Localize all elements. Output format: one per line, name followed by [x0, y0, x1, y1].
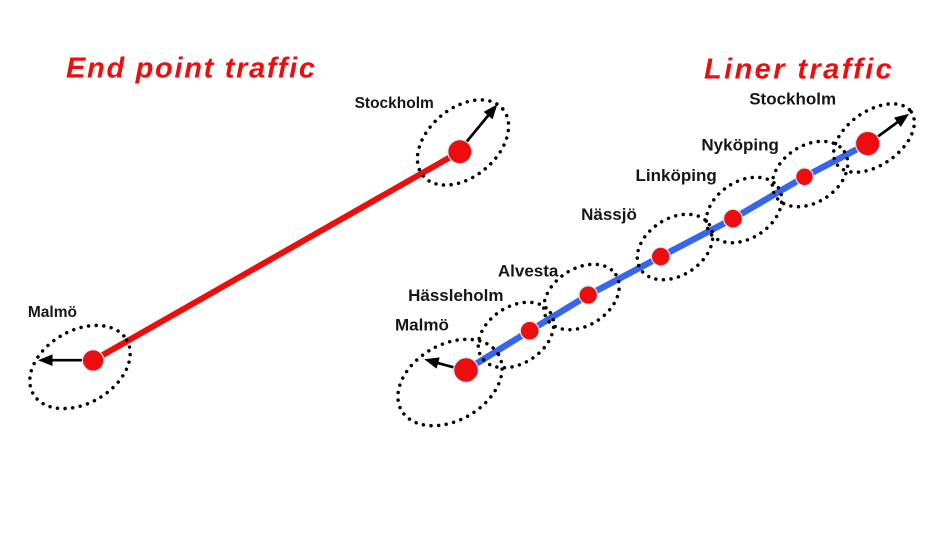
svg-text:Alvesta: Alvesta — [498, 262, 559, 281]
svg-text:Hässleholm: Hässleholm — [408, 286, 503, 305]
svg-text:Nässjö: Nässjö — [581, 205, 637, 224]
svg-text:Stockholm: Stockholm — [749, 89, 836, 108]
svg-text:Nyköping: Nyköping — [701, 136, 778, 155]
svg-text:Malmö: Malmö — [28, 304, 77, 321]
svg-text:Linköping: Linköping — [636, 166, 717, 185]
svg-text:Stockholm: Stockholm — [355, 95, 434, 112]
svg-text:Liner traffic: Liner traffic — [704, 54, 894, 86]
svg-text:Malmö: Malmö — [395, 316, 449, 335]
svg-text:End point traffic: End point traffic — [66, 53, 317, 85]
